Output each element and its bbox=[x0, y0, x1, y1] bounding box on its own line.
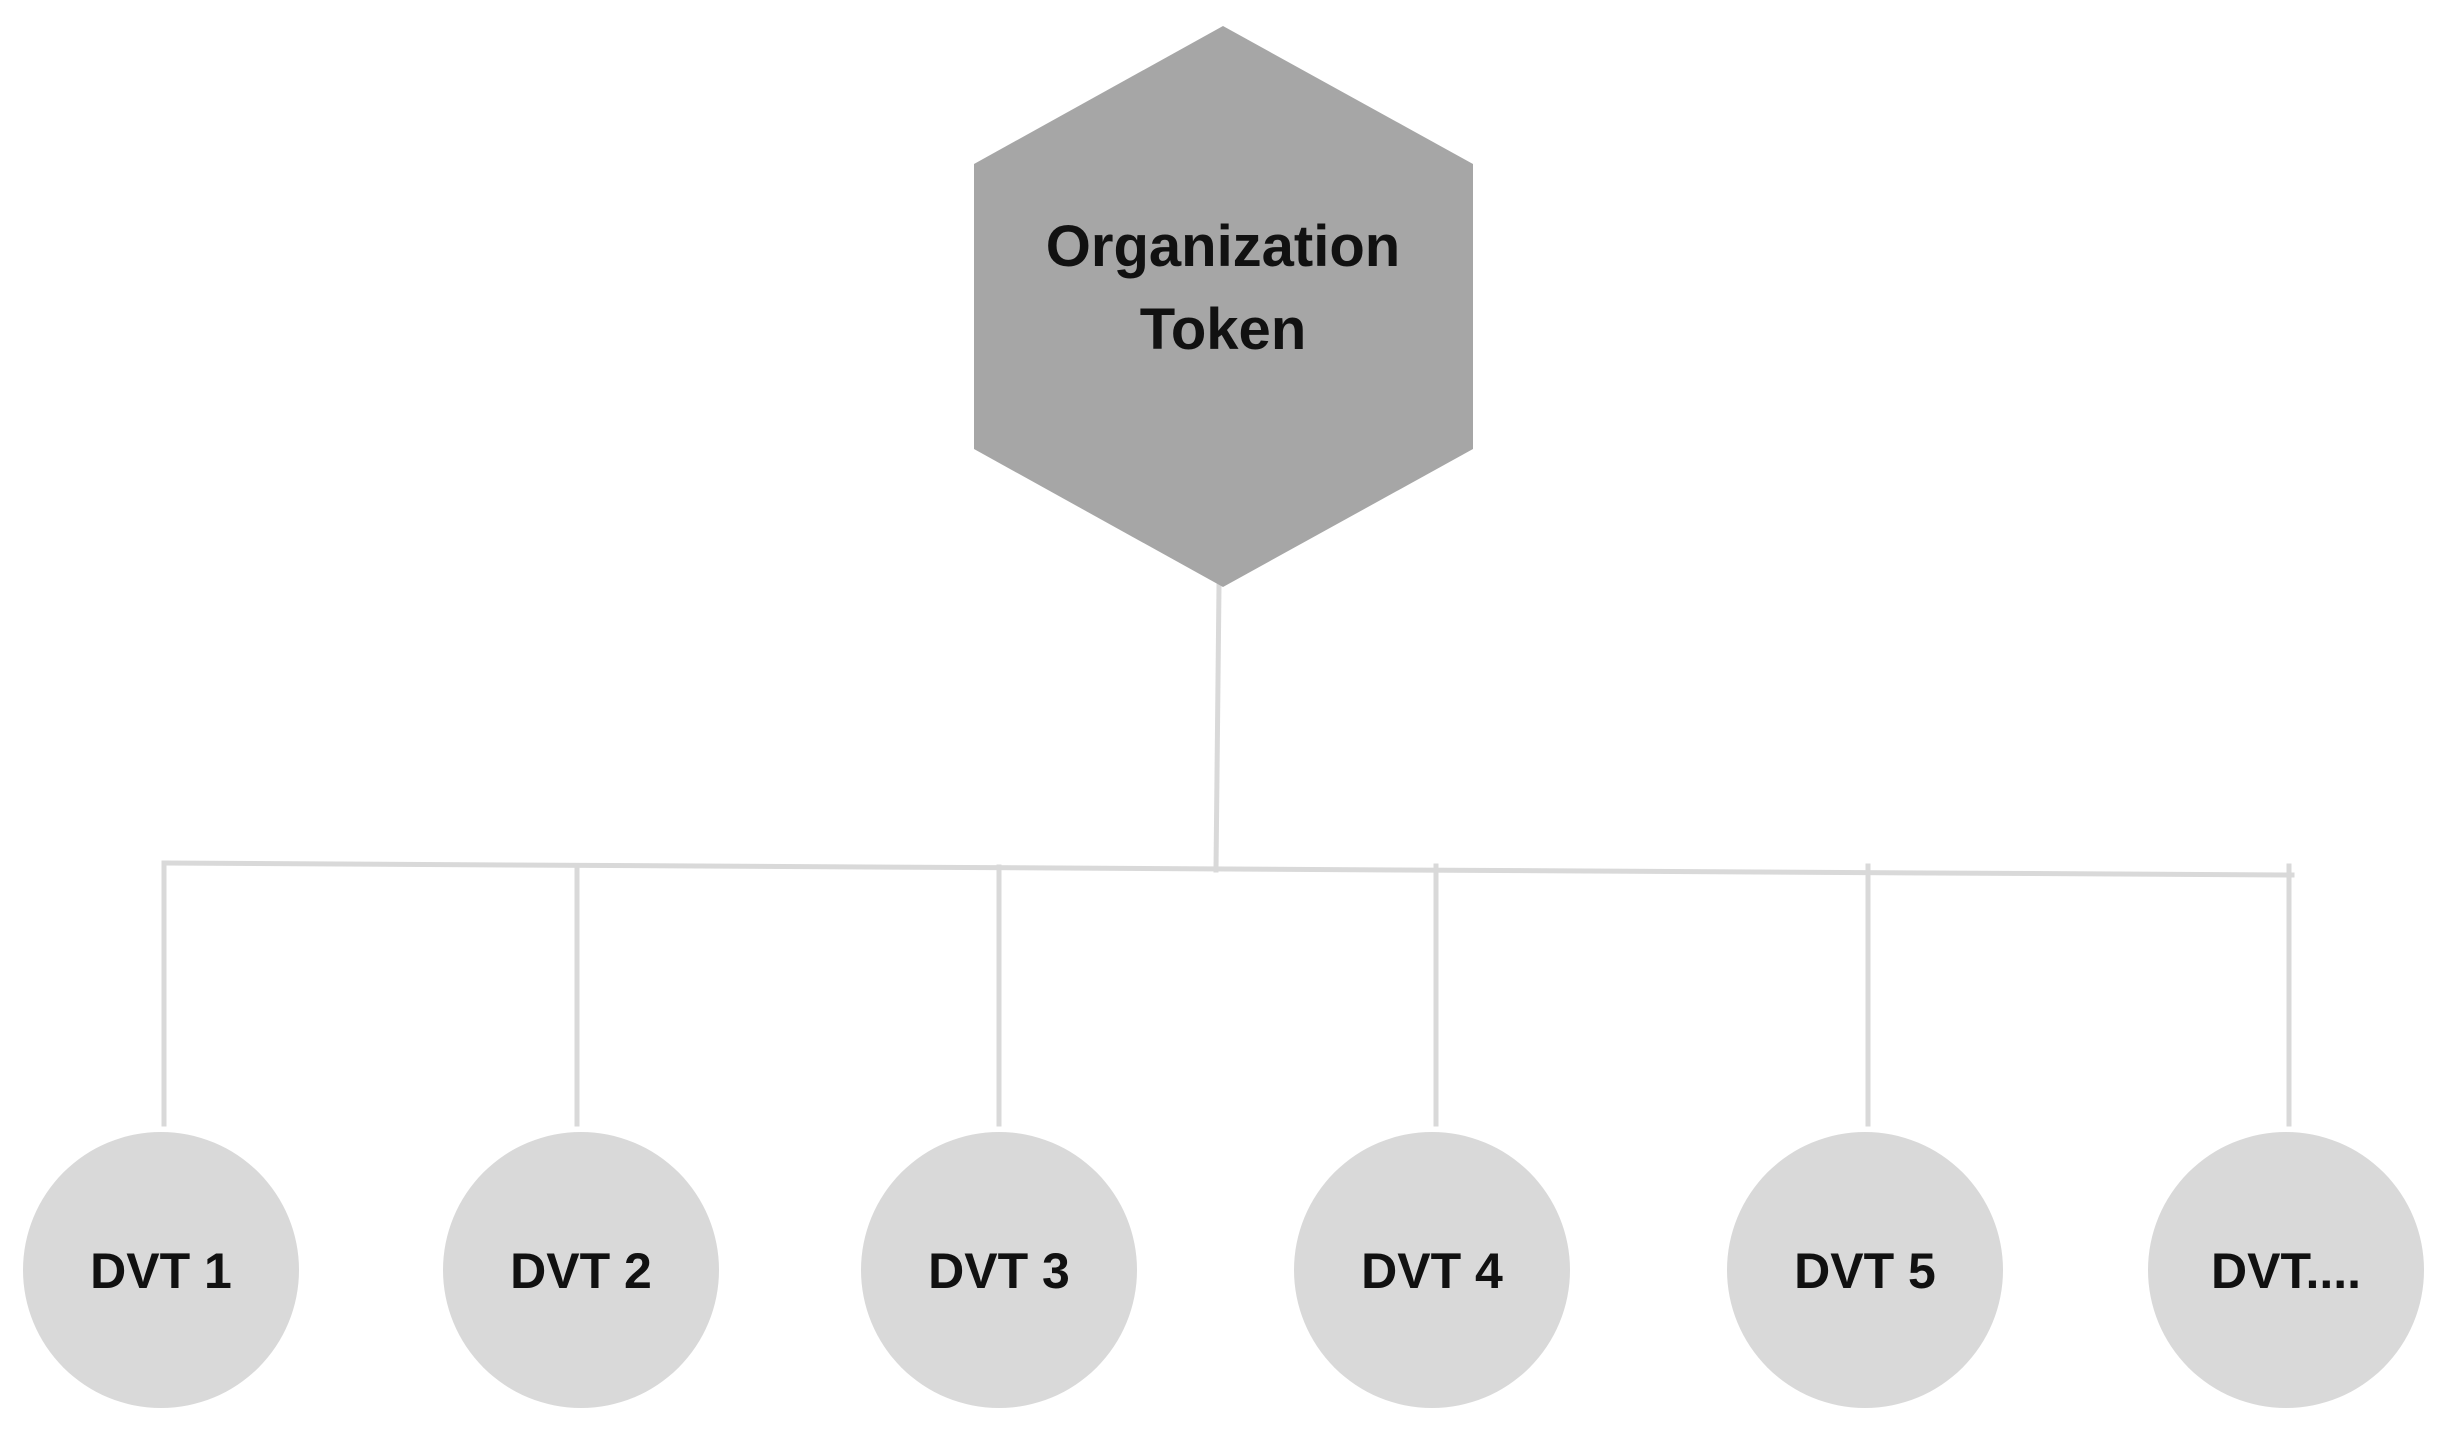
connectors bbox=[161, 583, 2295, 1127]
child-node: DVT 1 bbox=[23, 1132, 299, 1408]
root-label-line1: Organization bbox=[1046, 214, 1400, 279]
root-node: Organization Token bbox=[974, 26, 1473, 587]
child-node: DVT 2 bbox=[443, 1132, 719, 1408]
circle-shape bbox=[1727, 1132, 2003, 1408]
circle-shape bbox=[1294, 1132, 1570, 1408]
child-label: DVT 5 bbox=[1794, 1243, 1936, 1299]
root-label-line2: Token bbox=[1140, 297, 1307, 362]
root-stem-connector bbox=[1213, 583, 1222, 873]
child-label: DVT 1 bbox=[90, 1243, 232, 1299]
child-label: DVT 3 bbox=[928, 1243, 1070, 1299]
child-label: DVT 4 bbox=[1361, 1243, 1503, 1299]
child-node: DVT 4 bbox=[1294, 1132, 1570, 1408]
circle-shape bbox=[443, 1132, 719, 1408]
child-node: DVT 5 bbox=[1727, 1132, 2003, 1408]
child-node: DVT.... bbox=[2148, 1132, 2424, 1408]
circle-shape bbox=[2148, 1132, 2424, 1408]
circle-shape bbox=[23, 1132, 299, 1408]
child-label: DVT.... bbox=[2211, 1243, 2361, 1299]
circle-shape bbox=[861, 1132, 1137, 1408]
child-nodes: DVT 1 DVT 2 DVT 3 DVT 4 DVT 5 DVT.... bbox=[23, 1132, 2424, 1408]
child-node: DVT 3 bbox=[861, 1132, 1137, 1408]
hexagon-shape bbox=[974, 26, 1473, 587]
child-label: DVT 2 bbox=[510, 1243, 652, 1299]
horizontal-bus-connector bbox=[161, 860, 2295, 878]
